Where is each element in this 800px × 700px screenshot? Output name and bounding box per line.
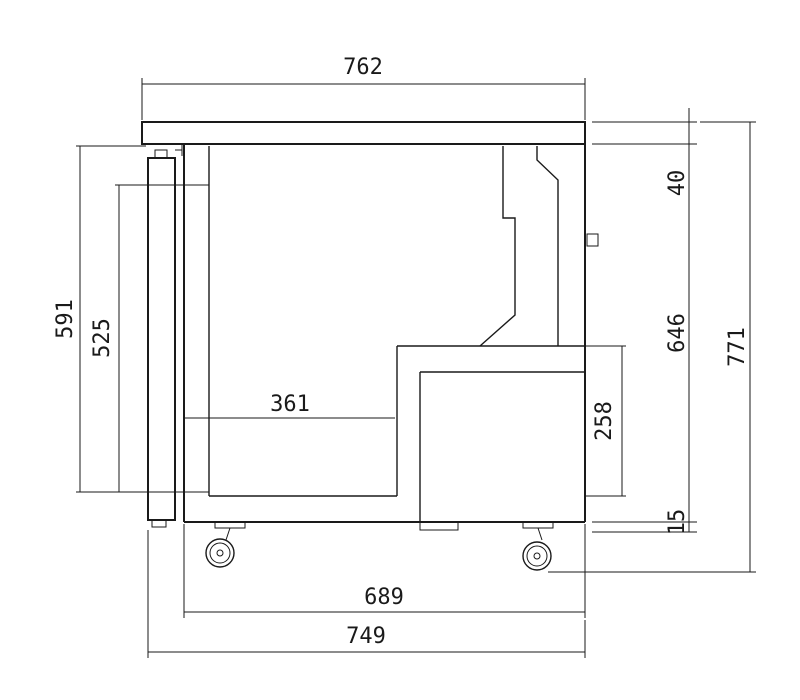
- dimension-door-height: 591: [53, 145, 146, 493]
- cabinet-body: [183, 144, 586, 523]
- dimension-label-525: 525: [90, 318, 115, 358]
- dimension-inner-height: 525: [90, 184, 209, 493]
- castor-wheel-right: [522, 541, 552, 571]
- dimension-total-depth: 749: [147, 530, 586, 658]
- door: [147, 144, 183, 528]
- dimension-label-591: 591: [53, 299, 78, 339]
- dimension-top-width: 762: [141, 55, 586, 120]
- dimension-label-771: 771: [725, 327, 750, 367]
- rear-duct: [479, 146, 599, 347]
- dimension-compressor-height: 258: [585, 345, 626, 497]
- castor-wheel-left: [205, 538, 235, 568]
- dimension-label-646: 646: [665, 313, 690, 353]
- dimension-label-749: 749: [346, 624, 386, 649]
- compressor-compartment: [396, 345, 585, 522]
- dimension-right-stack: 40 646 15: [592, 108, 697, 535]
- feet-and-castors: [205, 521, 554, 571]
- dimension-label-762: 762: [343, 55, 383, 80]
- dimension-label-361: 361: [270, 392, 310, 417]
- dimension-label-40: 40: [665, 170, 690, 197]
- dimension-label-689: 689: [364, 585, 404, 610]
- dimension-body-depth: 689: [183, 524, 586, 618]
- dimension-total-height: 771: [548, 121, 756, 573]
- dimension-inner-width: 361: [184, 392, 395, 419]
- dimension-label-258: 258: [592, 401, 617, 441]
- worktop: [141, 121, 586, 145]
- dimension-label-15: 15: [665, 509, 690, 536]
